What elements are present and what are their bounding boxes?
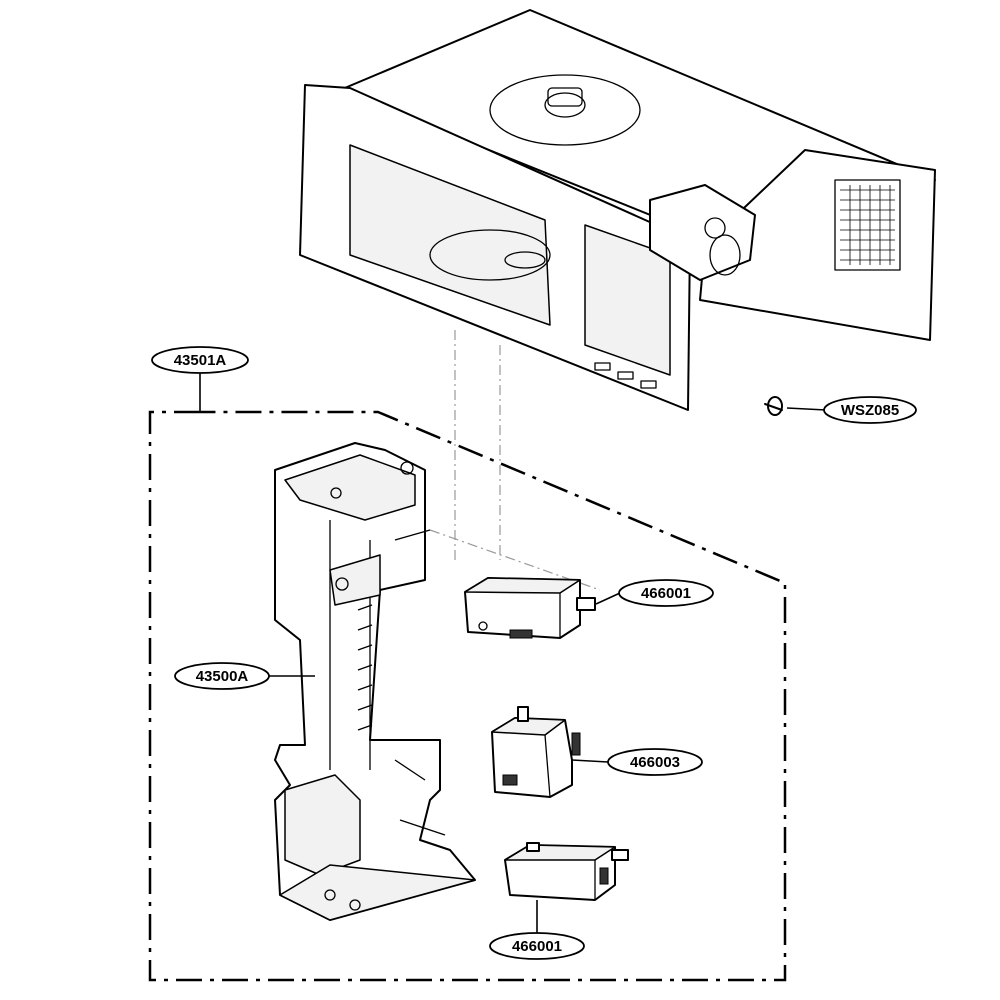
callout-43500A: 43500A — [174, 662, 270, 690]
callout-label: 43501A — [174, 352, 227, 369]
callout-466001-upper: 466001 — [618, 579, 714, 607]
microswitch-middle — [491, 706, 581, 798]
microwave-cavity-assembly — [299, 9, 936, 411]
callout-label: WSZ085 — [841, 402, 899, 419]
callout-WSZ085: WSZ085 — [823, 396, 917, 424]
assembly-boundary — [148, 410, 787, 982]
callout-466003: 466003 — [607, 748, 703, 776]
callout-label: 43500A — [196, 668, 249, 685]
callout-466001-lower: 466001 — [489, 932, 585, 960]
callout-label: 466001 — [641, 585, 691, 602]
screw — [764, 396, 783, 416]
callout-43501A: 43501A — [151, 346, 249, 374]
door-latch-bracket — [274, 442, 476, 921]
callout-label: 466001 — [512, 938, 562, 955]
vent-grille — [834, 179, 901, 271]
leader-lines — [199, 372, 827, 933]
microswitch-upper — [464, 577, 596, 639]
microswitch-lower — [504, 842, 629, 901]
alignment-guides — [429, 330, 601, 591]
callout-label: 466003 — [630, 754, 680, 771]
